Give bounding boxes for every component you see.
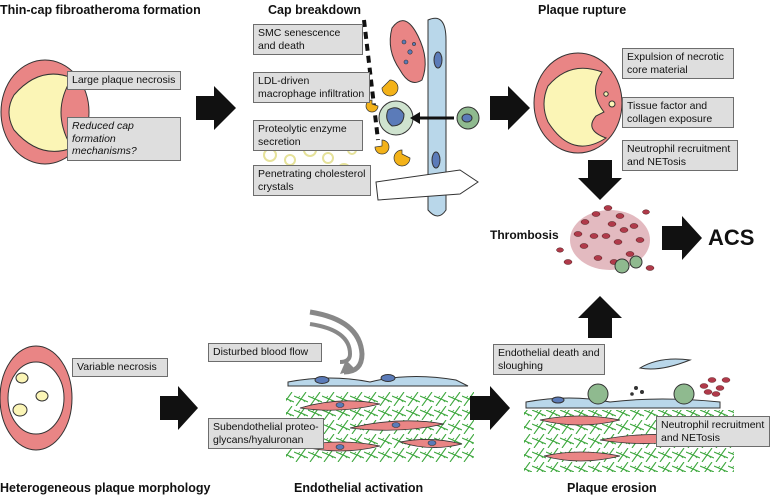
arrow-to-thrombosis-top [578,160,622,200]
label-large-plaque-necrosis: Large plaque necrosis [67,71,181,90]
title-thrombosis: Thrombosis [490,228,559,242]
label-tissue-factor: Tissue factor and collagen exposure [622,97,734,128]
title-heterogeneous-plaque: Heterogeneous plaque morphology [0,481,211,495]
heterogeneous-vessel [0,345,73,451]
label-expulsion-necrotic-core: Expulsion of necrotic core material [622,48,734,79]
title-plaque-erosion: Plaque erosion [567,481,657,495]
label-variable-necrosis: Variable necrosis [72,358,168,377]
title-acs: ACS [708,225,755,250]
label-neutrophil-netosis-erosion: Neutrophil recruitment and NETosis [656,416,770,447]
arrow-to-cap-breakdown [196,86,236,130]
label-proteolytic-enzyme: Proteolytic enzyme secretion [253,120,363,151]
label-disturbed-blood-flow: Disturbed blood flow [208,343,322,362]
rupture-vessel [533,52,623,154]
title-endothelial-activation: Endothelial activation [294,481,424,495]
label-subendothelial-proteoglycans: Subendothelial proteo-glycans/hyaluronan [208,418,324,449]
arrow-to-plaque-erosion [470,386,510,430]
label-cholesterol-crystals: Penetrating cholesterol crystals [253,165,371,196]
title-cap-breakdown: Cap breakdown [268,3,362,17]
arrow-to-acs [662,216,702,260]
cap-breakdown-scene [263,17,480,217]
label-ldl-macrophage: LDL-driven macrophage infiltration [253,72,370,103]
arrow-to-endothelial-activation [160,386,198,430]
arrow-to-plaque-rupture [490,86,530,130]
label-neutrophil-netosis-rupture: Neutrophil recruitment and NETosis [622,140,738,171]
arrow-from-erosion [578,296,622,338]
label-smc-senescence: SMC senescence and death [253,24,363,55]
label-endothelial-death: Endothelial death and sloughing [493,344,605,375]
title-thin-cap-fibroatheroma: Thin-cap fibroatheroma formation [0,3,201,17]
title-plaque-rupture: Plaque rupture [538,3,627,17]
thrombus-cluster [556,205,655,274]
label-reduced-cap-formation: Reduced cap formation mechanisms? [67,117,181,161]
